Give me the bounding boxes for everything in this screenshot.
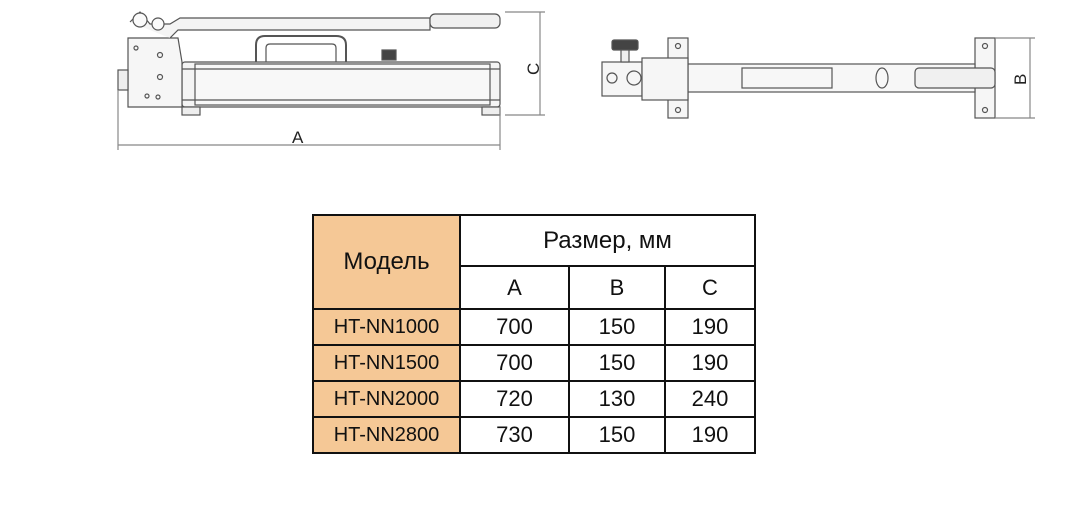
model-name: HT-NN1500 — [312, 344, 461, 382]
col-b-header: B — [568, 265, 666, 310]
side-view — [117, 11, 545, 150]
value-b: 150 — [568, 416, 666, 454]
value-c: 240 — [664, 380, 756, 418]
table-row: HT-NN2000 720 130 240 — [312, 380, 756, 418]
value-b: 150 — [568, 344, 666, 382]
value-c: 190 — [664, 416, 756, 454]
top-view — [601, 37, 1035, 119]
value-a: 700 — [459, 344, 570, 382]
value-b: 150 — [568, 308, 666, 346]
size-header: Размер, мм — [459, 213, 756, 268]
model-name: HT-NN1000 — [312, 308, 461, 346]
value-c: 190 — [664, 308, 756, 346]
value-b: 130 — [568, 380, 666, 418]
dim-b-label: B — [1011, 74, 1030, 85]
pump-dimension-drawing: A C B — [117, 11, 1035, 150]
table-row: HT-NN2800 730 150 190 — [312, 416, 756, 454]
dim-a-label: A — [292, 128, 304, 147]
value-a: 720 — [459, 380, 570, 418]
table-row: HT-NN1000 700 150 190 — [312, 308, 756, 346]
value-a: 700 — [459, 308, 570, 346]
value-a: 730 — [459, 416, 570, 454]
dim-c-label: C — [524, 63, 543, 75]
col-c-header: C — [664, 265, 756, 310]
table-row: HT-NN1500 700 150 190 — [312, 344, 756, 382]
dimensions-table: Модель Размер, мм A B C HT-NN1000 700 15… — [312, 213, 756, 454]
model-name: HT-NN2800 — [312, 416, 461, 454]
model-header: Модель — [312, 214, 461, 310]
col-a-header: A — [459, 265, 570, 310]
value-c: 190 — [664, 344, 756, 382]
model-name: HT-NN2000 — [312, 380, 461, 418]
